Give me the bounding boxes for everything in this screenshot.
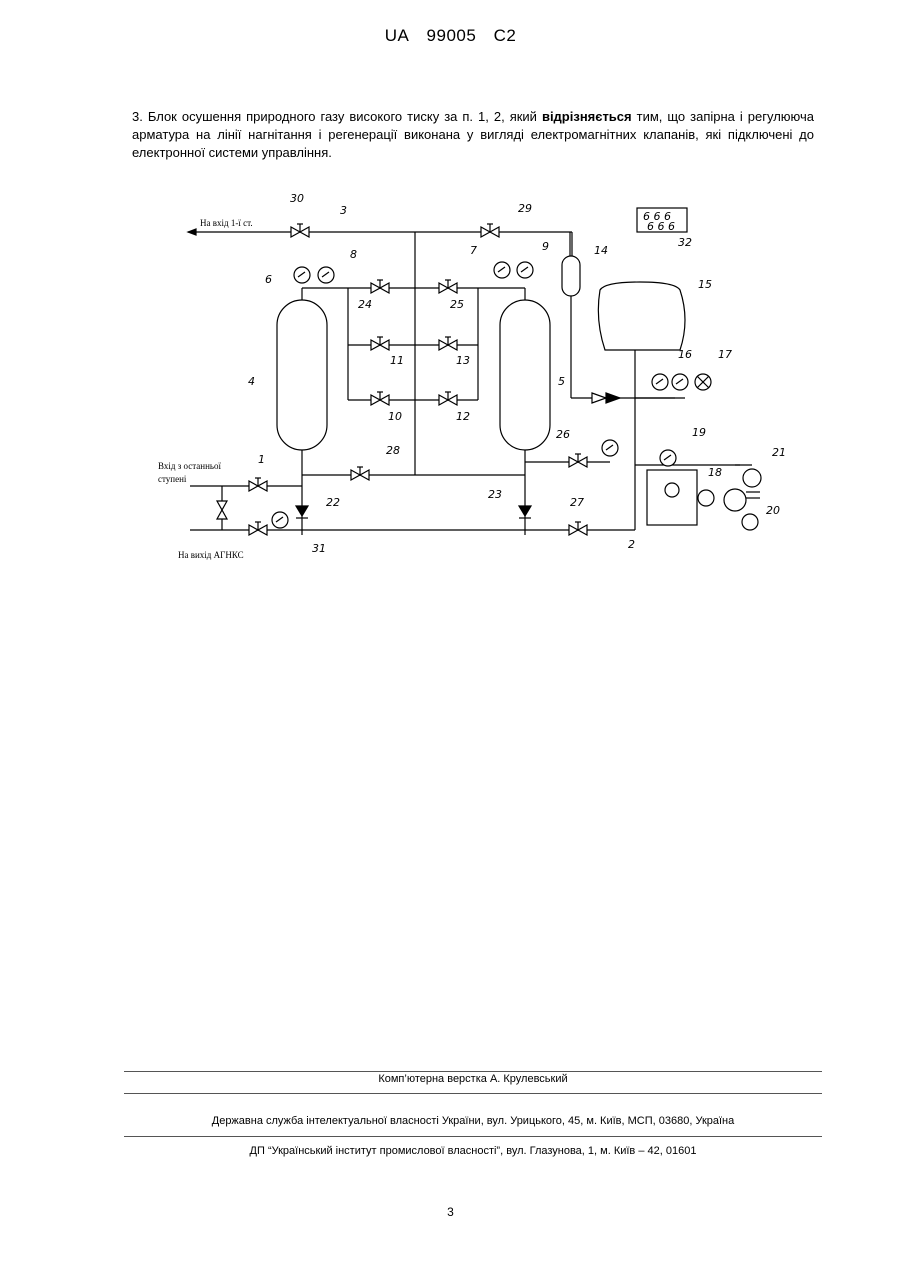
- label-inlet-line1: Вхід з останньої: [158, 461, 222, 471]
- footer-institute: ДП “Український інститут промислової вла…: [124, 1145, 822, 1157]
- check-valve-line: [592, 393, 620, 403]
- schematic-figure: 6 6 6 6 6 6 На вхід 1-ї ст. Вхід з остан…: [140, 180, 800, 580]
- inlet-valve: [249, 478, 267, 491]
- num-25: 25: [450, 298, 464, 311]
- svg-text:6 6 6: 6 6 6: [647, 220, 675, 233]
- footer-office: Державна служба інтелектуальної власност…: [124, 1115, 822, 1127]
- gauge-26: [602, 440, 618, 456]
- header-country: UA: [385, 26, 410, 45]
- valve-30: [291, 224, 309, 237]
- schematic-svg: 6 6 6 6 6 6 На вхід 1-ї ст. Вхід з остан…: [140, 180, 800, 580]
- valve-24: [371, 280, 389, 293]
- num-22: 22: [326, 496, 340, 509]
- bypass-valve: [217, 501, 227, 519]
- column-4: [277, 288, 327, 535]
- num-5: 5: [558, 375, 565, 388]
- num-18: 18: [708, 466, 722, 479]
- claim-3: 3. Блок осушення природного газу високог…: [132, 108, 814, 162]
- num-6: 6: [265, 273, 272, 286]
- valve-12: [439, 392, 457, 405]
- column-5: [500, 288, 550, 535]
- num-3: 3: [340, 204, 347, 217]
- footer-rule-mid: [124, 1093, 822, 1094]
- num-14: 14: [594, 244, 608, 257]
- num-27: 27: [570, 496, 584, 509]
- num-30: 30: [290, 192, 304, 205]
- num-31: 31: [312, 542, 326, 555]
- valve-13: [439, 337, 457, 350]
- gauge-19: [660, 450, 676, 466]
- num-8: 8: [350, 248, 357, 261]
- num-26: 26: [556, 428, 570, 441]
- gauge-17a: [672, 374, 688, 390]
- num-7: 7: [470, 244, 477, 257]
- label-to-stage1: На вхід 1-ї ст.: [200, 218, 253, 228]
- claim-bold: відрізняється: [542, 109, 632, 124]
- regeneration-manifold: [302, 288, 525, 475]
- valve-11: [371, 337, 389, 350]
- indicator-17: [695, 374, 711, 390]
- claim-lead: 3. Блок осушення природного газу високог…: [132, 109, 542, 124]
- label-inlet-line2: ступені: [158, 474, 187, 484]
- check-valve-22: [296, 506, 308, 518]
- page-number: 3: [0, 1205, 901, 1219]
- valve-28: [351, 467, 369, 480]
- label-outlet: На вихід АГНКС: [178, 550, 244, 560]
- valve-25: [439, 280, 457, 293]
- unit-18: [635, 465, 740, 525]
- num-10: 10: [388, 410, 402, 423]
- num-4: 4: [248, 375, 255, 388]
- valve-27: [569, 522, 587, 535]
- gauge-21: [735, 465, 761, 487]
- footer-rule-bottom: [124, 1136, 822, 1137]
- num-23: 23: [488, 488, 502, 501]
- pump-20: [724, 489, 760, 530]
- outlet-valve: [249, 522, 267, 535]
- num-20: 20: [766, 504, 780, 517]
- gauge-8: [318, 267, 334, 283]
- num-16: 16: [678, 348, 692, 361]
- footer-layout: Комп’ютерна верстка А. Крулевський: [124, 1073, 822, 1085]
- gauge-31: [272, 512, 288, 528]
- patent-header: UA 99005 C2: [0, 26, 901, 46]
- gauge-9: [517, 262, 533, 278]
- num-21: 21: [772, 446, 786, 459]
- valve-10: [371, 392, 389, 405]
- num-24: 24: [358, 298, 372, 311]
- num-12: 12: [456, 410, 470, 423]
- valve-29: [481, 224, 499, 237]
- num-17: 17: [718, 348, 732, 361]
- line-3: [188, 229, 572, 260]
- num-28: 28: [386, 444, 400, 457]
- valve-26: [569, 454, 587, 467]
- check-valve-23: [519, 506, 531, 518]
- num-32: 32: [678, 236, 692, 249]
- num-13: 13: [456, 354, 470, 367]
- footer-rule-top: [124, 1071, 822, 1072]
- gauge-6: [294, 267, 310, 283]
- header-kind: C2: [494, 26, 517, 45]
- num-9: 9: [542, 240, 549, 253]
- num-15: 15: [698, 278, 712, 291]
- header-number: 99005: [427, 26, 477, 45]
- control-panel-32: 6 6 6 6 6 6: [637, 208, 687, 233]
- gauge-7: [494, 262, 510, 278]
- num-1: 1: [258, 453, 265, 466]
- num-11: 11: [390, 354, 404, 367]
- gauge-16: [652, 374, 668, 390]
- num-2: 2: [628, 538, 635, 551]
- num-29: 29: [518, 202, 532, 215]
- num-19: 19: [692, 426, 706, 439]
